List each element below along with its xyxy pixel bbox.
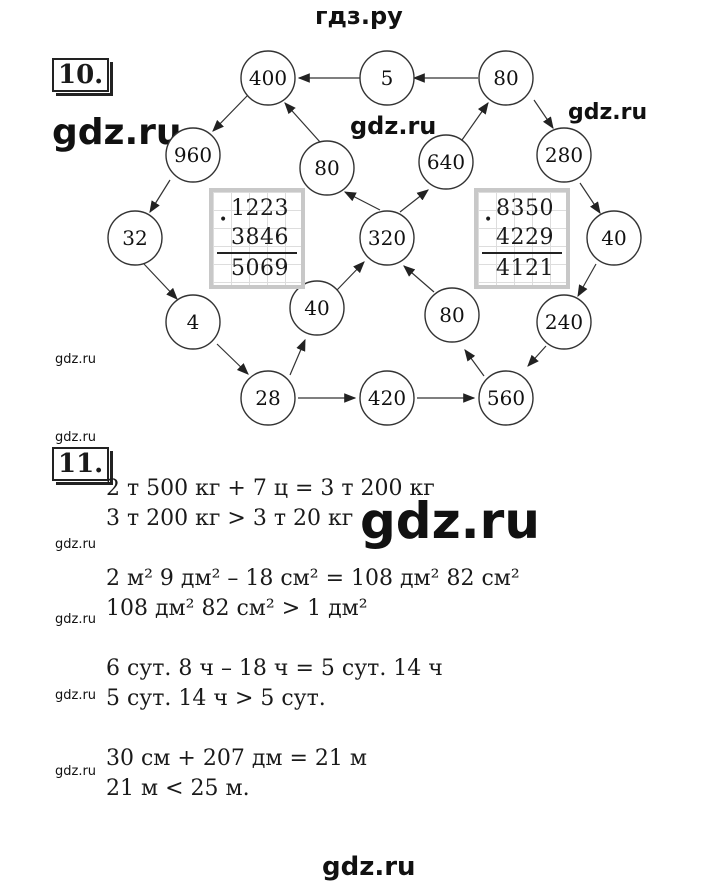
equation-line-2: 3 т 200 кг > 3 т 20 кг bbox=[106, 506, 354, 531]
svg-text:400: 400 bbox=[249, 66, 287, 90]
watermark-small-6: gdz.ru bbox=[55, 764, 97, 779]
svg-text:280: 280 bbox=[545, 143, 583, 167]
svg-text:40: 40 bbox=[304, 296, 329, 320]
watermark-small-4: gdz.ru bbox=[55, 612, 97, 627]
node-32: 32 bbox=[107, 210, 163, 266]
watermark-right: gdz.ru bbox=[568, 100, 648, 125]
equation-line-7: 30 см + 207 дм = 21 м bbox=[106, 746, 368, 771]
node-4: 4 bbox=[165, 294, 221, 350]
addition-dot: • bbox=[219, 212, 228, 228]
svg-text:80: 80 bbox=[493, 66, 518, 90]
svg-text:4: 4 bbox=[187, 310, 200, 334]
equation-line-4: 108 дм² 82 см² > 1 дм² bbox=[106, 596, 368, 621]
equation-line-3: 2 м² 9 дм² – 18 см² = 108 дм² 82 см² bbox=[106, 566, 520, 591]
svg-text:420: 420 bbox=[368, 386, 406, 410]
svg-text:960: 960 bbox=[174, 143, 212, 167]
equation-line-1: 2 т 500 кг + 7 ц = 3 т 200 кг bbox=[106, 476, 435, 501]
node-420: 420 bbox=[359, 370, 415, 426]
calc-right-row-2: 4229 bbox=[482, 223, 562, 254]
node-960: 960 bbox=[165, 127, 221, 183]
task-11-number: 11. bbox=[52, 447, 114, 485]
watermark-small-2: gdz.ru bbox=[55, 430, 97, 445]
equation-line-6: 5 сут. 14 ч > 5 сут. bbox=[106, 686, 326, 711]
svg-text:80: 80 bbox=[439, 303, 464, 327]
calc-left-row-1: 1223 bbox=[231, 196, 289, 221]
node-80-top: 80 bbox=[478, 50, 534, 106]
watermark-center: gdz.ru bbox=[350, 112, 437, 140]
svg-text:240: 240 bbox=[545, 310, 583, 334]
node-240: 240 bbox=[536, 294, 592, 350]
svg-text:28: 28 bbox=[255, 386, 280, 410]
svg-text:560: 560 bbox=[487, 386, 525, 410]
node-28: 28 bbox=[240, 370, 296, 426]
node-5: 5 bbox=[359, 50, 415, 106]
node-40-right: 40 bbox=[586, 210, 642, 266]
node-80-mid: 80 bbox=[424, 287, 480, 343]
calc-right-result: 4121 bbox=[496, 256, 554, 281]
node-40-mid: 40 bbox=[289, 280, 345, 336]
chain-nodes: 400 5 80 960 80 640 280 32 320 40 4 40 8… bbox=[107, 50, 642, 426]
equation-line-8: 21 м < 25 м. bbox=[106, 776, 250, 801]
watermark-small-5: gdz.ru bbox=[55, 688, 97, 703]
calculation-right: • 8350 4229 4121 bbox=[474, 188, 570, 289]
watermark-left: gdz.ru bbox=[52, 112, 182, 153]
node-560: 560 bbox=[478, 370, 534, 426]
node-320: 320 bbox=[359, 210, 415, 266]
number-chain-diagram: 400 5 80 960 80 640 280 32 320 40 4 40 8… bbox=[107, 50, 642, 426]
watermark-large: gdz.ru bbox=[360, 492, 540, 550]
calc-right-row-1: 8350 bbox=[496, 196, 554, 221]
calc-left-row-2: 3846 bbox=[217, 223, 297, 254]
chain-arrows bbox=[143, 73, 601, 403]
node-640: 640 bbox=[418, 134, 474, 190]
node-400: 400 bbox=[240, 50, 296, 106]
svg-text:80: 80 bbox=[314, 156, 339, 180]
subtraction-dot: • bbox=[484, 212, 493, 228]
calc-left-result: 5069 bbox=[231, 256, 289, 281]
calculation-left: • 1223 3846 5069 bbox=[209, 188, 305, 289]
svg-text:5: 5 bbox=[381, 66, 394, 90]
node-280: 280 bbox=[536, 127, 592, 183]
watermark-top: гдз.ру bbox=[315, 2, 403, 30]
svg-text:640: 640 bbox=[427, 150, 465, 174]
task-10-number: 10. bbox=[52, 58, 114, 96]
watermark-small-1: gdz.ru bbox=[55, 352, 97, 367]
svg-text:40: 40 bbox=[601, 226, 626, 250]
svg-text:32: 32 bbox=[122, 226, 147, 250]
watermark-bottom: gdz.ru bbox=[322, 852, 416, 882]
watermark-small-3: gdz.ru bbox=[55, 537, 97, 552]
svg-text:320: 320 bbox=[368, 226, 406, 250]
node-80-left: 80 bbox=[299, 140, 355, 196]
equation-line-5: 6 сут. 8 ч – 18 ч = 5 сут. 14 ч bbox=[106, 656, 443, 681]
